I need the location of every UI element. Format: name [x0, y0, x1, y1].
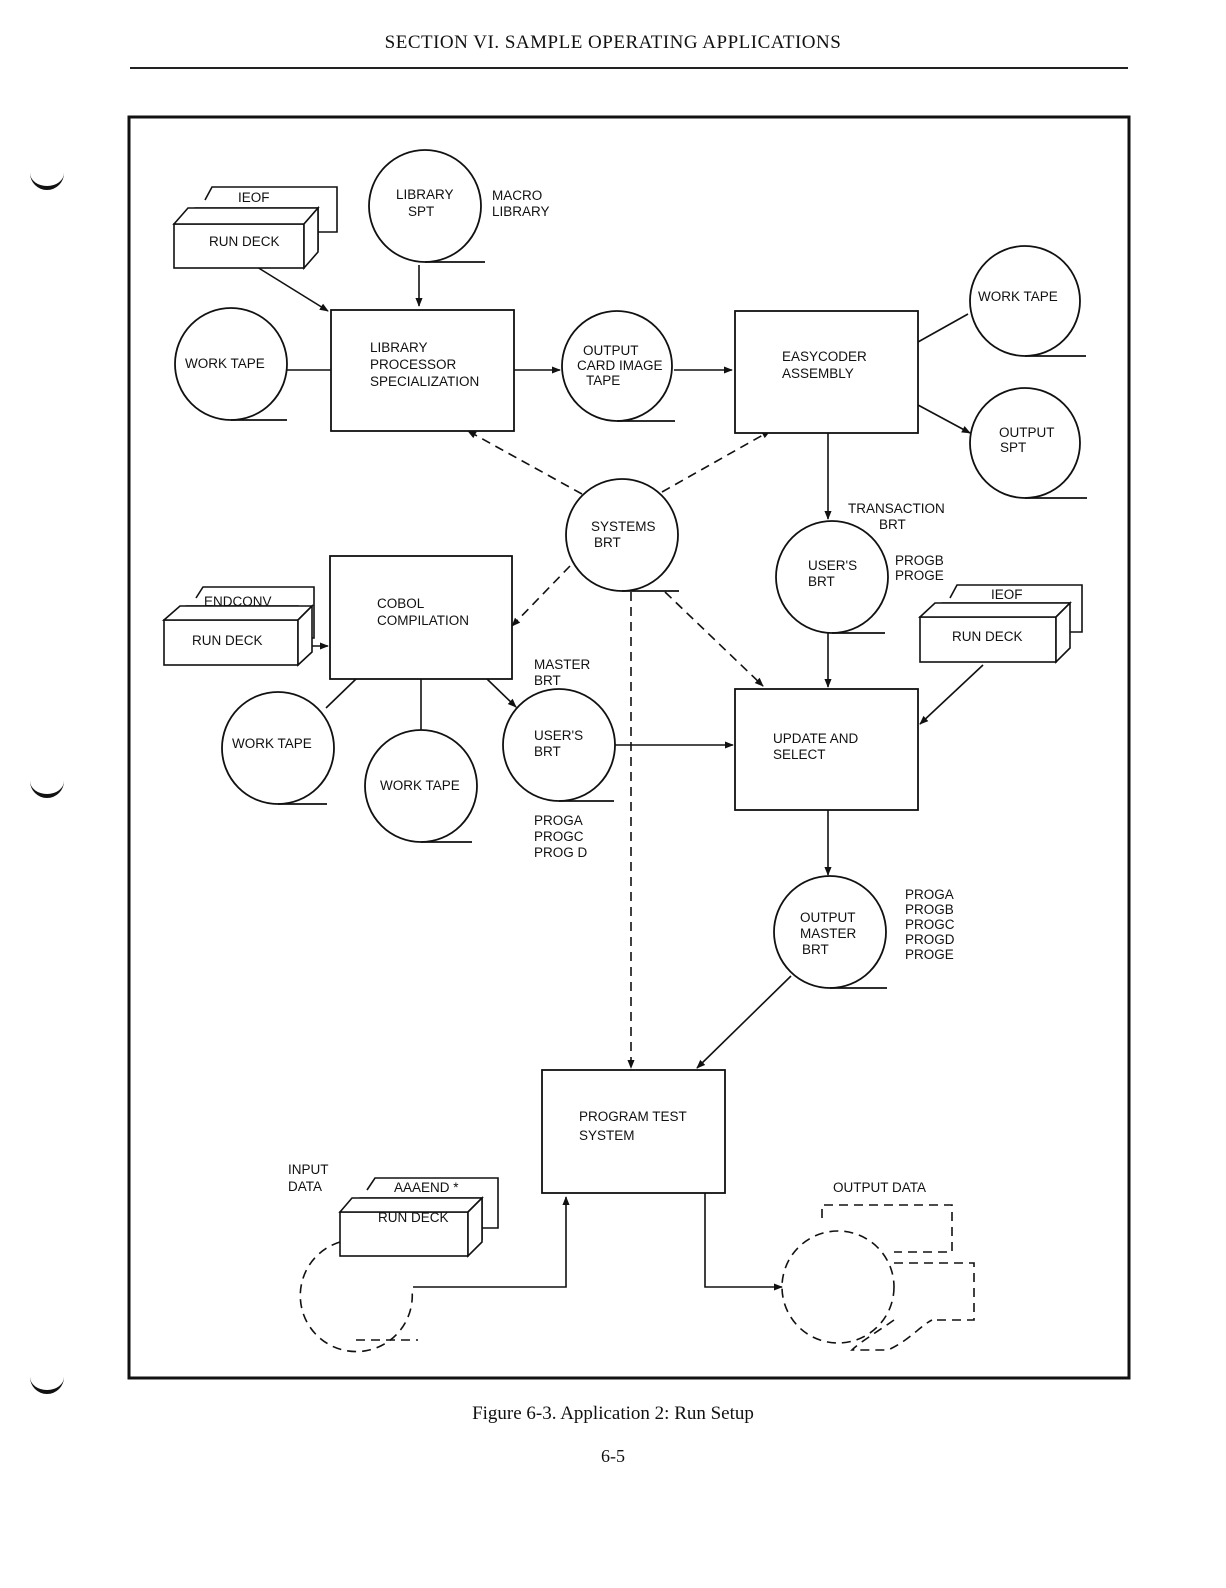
card-tape-label-2: CARD IMAGE [577, 358, 663, 373]
deck-2-front-label: RUN DECK [192, 633, 263, 648]
progc-annotation-1: PROGC [534, 829, 584, 844]
output-spt-label-2: SPT [1000, 440, 1026, 455]
output-master-label-2: MASTER [800, 926, 857, 941]
test-system-label-1: PROGRAM TEST [579, 1109, 687, 1124]
update-label-2: SELECT [773, 747, 826, 762]
test-system-label-2: SYSTEM [579, 1128, 635, 1143]
library-spt-label-2: SPT [408, 204, 434, 219]
dashed-systems-to-update [664, 591, 764, 687]
progd-annotation-1: PROG D [534, 845, 588, 860]
card-tape-label-3: TAPE [586, 373, 620, 388]
deck-3-top-label: IEOF [991, 587, 1023, 602]
input-data-label-2: DATA [288, 1179, 322, 1194]
update-label-1: UPDATE AND [773, 731, 859, 746]
output-data-label: OUTPUT DATA [833, 1180, 926, 1195]
users-brt-1-label-2: BRT [808, 574, 835, 589]
library-processor-label-2: PROCESSOR [370, 357, 457, 372]
deck-3-front-label: RUN DECK [952, 629, 1023, 644]
deck-1-front-label: RUN DECK [209, 234, 280, 249]
dashed-systems-to-easycoder [661, 430, 771, 493]
arrow-easycoder-to-output-spt [917, 404, 971, 434]
page-header: SECTION VI. SAMPLE OPERATING APPLICATION… [384, 32, 842, 53]
run-deck-4 [338, 1177, 499, 1258]
transaction-brt-2: BRT [879, 517, 906, 532]
run-deck-1 [172, 186, 338, 271]
arrow-input-to-test-system [413, 1196, 570, 1288]
users-brt-2-label-1: USER'S [534, 728, 583, 743]
figure-frame [127, 115, 1131, 1380]
arrow-deck3-to-update [919, 664, 984, 725]
deck-4-top-label: AAAEND * [394, 1180, 459, 1195]
users-brt-2-label-2: BRT [534, 744, 561, 759]
run-deck-2 [161, 586, 315, 667]
deck-4-front-label: RUN DECK [378, 1210, 449, 1225]
master-progd: PROGD [905, 932, 955, 947]
arrow-test-system-to-output [704, 1193, 783, 1291]
figure-caption: Figure 6-3. Application 2: Run Setup [472, 1403, 754, 1424]
line-easycoder-worktape2 [917, 313, 969, 343]
proge-annotation: PROGE [895, 568, 944, 583]
library-processor-label-3: SPECIALIZATION [370, 374, 479, 389]
master-progc: PROGC [905, 917, 955, 932]
binder-hole-middle [30, 780, 64, 798]
proga-annotation-1: PROGA [534, 813, 583, 828]
binder-hole-bottom [30, 1376, 64, 1394]
macro-library-2: LIBRARY [492, 204, 550, 219]
update-and-select-box [734, 688, 919, 811]
work-tape-3-label: WORK TAPE [232, 736, 312, 751]
master-proga: PROGA [905, 887, 954, 902]
program-test-system-box [541, 1069, 726, 1194]
systems-brt-tape [565, 478, 679, 592]
work-tape-4-label: WORK TAPE [380, 778, 460, 793]
progb-annotation: PROGB [895, 553, 944, 568]
master-brt-2: BRT [534, 673, 561, 688]
dashed-systems-to-cobol [511, 565, 571, 627]
binder-hole-top [30, 172, 64, 190]
input-data-tape [299, 1241, 418, 1353]
dashed-systems-to-processor [467, 430, 583, 495]
output-spt-label-1: OUTPUT [999, 425, 1055, 440]
cobol-compilation-box [329, 555, 513, 680]
run-deck-3 [917, 584, 1083, 664]
library-processor-label-1: LIBRARY [370, 340, 428, 355]
work-tape-2-label: WORK TAPE [978, 289, 1058, 304]
arrow-output-master-to-test-system [696, 975, 792, 1069]
cobol-label-2: COMPILATION [377, 613, 469, 628]
master-brt-1: MASTER [534, 657, 591, 672]
library-spt-label-1: LIBRARY [396, 187, 454, 202]
input-data-label-1: INPUT [288, 1162, 329, 1177]
deck-2-top-label: ENDCONV [204, 594, 272, 609]
output-data-tape [781, 1204, 975, 1351]
users-brt-1-label-1: USER'S [808, 558, 857, 573]
deck-1-top-label: IEOF [238, 190, 270, 205]
line-cobol-worktape3 [325, 678, 357, 709]
cobol-label-1: COBOL [377, 596, 425, 611]
macro-library-1: MACRO [492, 188, 542, 203]
arrow-cobol-to-users-brt [486, 678, 517, 708]
systems-brt-label-1: SYSTEMS [591, 519, 656, 534]
master-progb: PROGB [905, 902, 954, 917]
systems-brt-label-2: BRT [594, 535, 621, 550]
page-number: 6-5 [601, 1446, 625, 1466]
output-master-label-1: OUTPUT [800, 910, 856, 925]
easycoder-label-2: ASSEMBLY [782, 366, 854, 381]
transaction-brt-1: TRANSACTION [848, 501, 945, 516]
header-rule [130, 67, 1128, 69]
work-tape-1-label: WORK TAPE [185, 356, 265, 371]
master-proge: PROGE [905, 947, 954, 962]
easycoder-assembly-box [734, 310, 919, 434]
card-tape-label-1: OUTPUT [583, 343, 639, 358]
arrow-deck1-to-library-processor [256, 266, 329, 312]
library-processor-box [330, 309, 515, 432]
easycoder-label-1: EASYCODER [782, 349, 867, 364]
output-master-label-3: BRT [802, 942, 829, 957]
